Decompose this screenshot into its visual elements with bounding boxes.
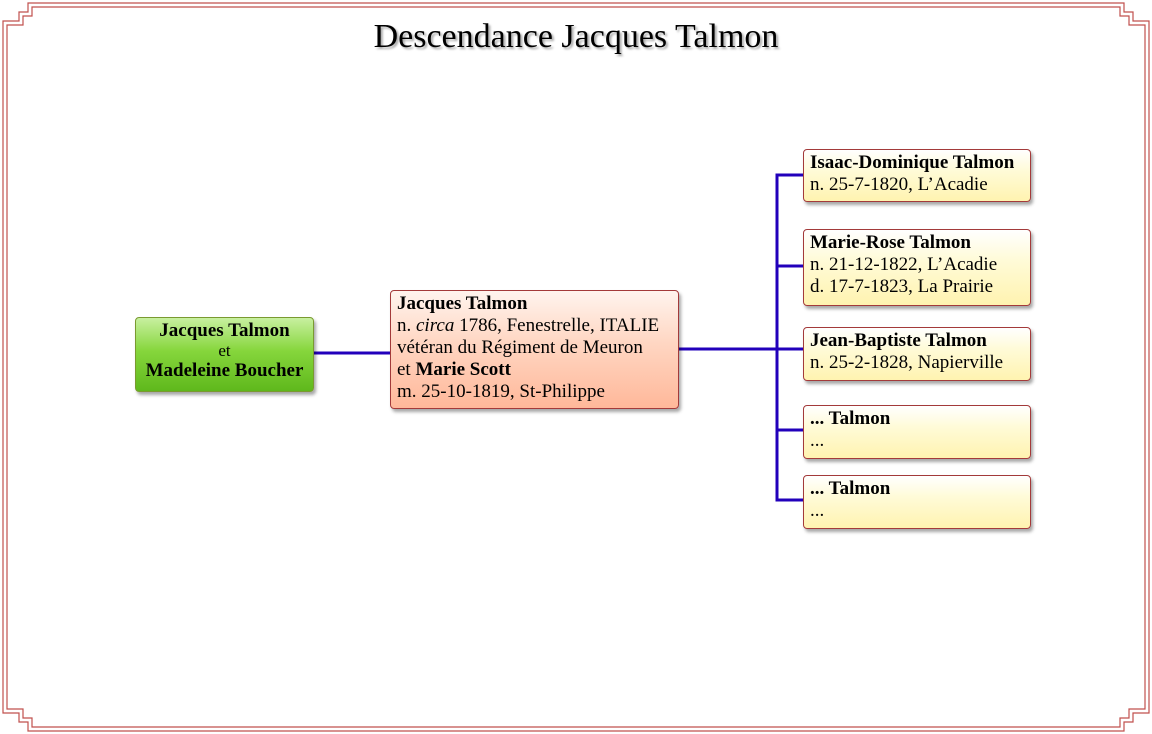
child-detail: ... (810, 500, 825, 521)
child-name: ... Talmon (810, 478, 891, 499)
child-box-2: Marie-Rose Talmon n. 21-12-1822, L’Acadi… (803, 229, 1031, 306)
root-conjunction: et (218, 341, 231, 360)
child-detail: n. 21-12-1822, L’Acadie (810, 254, 998, 275)
child-box-5: ... Talmon ... (803, 475, 1031, 529)
root-couple-box: Jacques Talmon et Madeleine Boucher (135, 317, 314, 392)
child-detail-2: d. 17-7-1823, La Prairie (810, 276, 994, 297)
mid-spouse: et Marie Scott (397, 359, 672, 381)
jacques-talmon-box: Jacques Talmon n. circa 1786, Fenestrell… (390, 290, 679, 409)
root-name-1: Jacques Talmon (159, 320, 290, 341)
child-detail: ... (810, 430, 825, 451)
mid-birth-prefix: n. (397, 315, 416, 336)
mid-spouse-conj: et (397, 359, 416, 380)
mid-birth-rest: 1786, Fenestrelle, ITALIE (454, 315, 660, 336)
child-box-4: ... Talmon ... (803, 405, 1031, 459)
child-detail: n. 25-7-1820, L’Acadie (810, 174, 988, 195)
mid-birth: n. circa 1786, Fenestrelle, ITALIE (397, 315, 672, 337)
mid-spouse-name: Marie Scott (415, 359, 511, 380)
mid-marriage: m. 25-10-1819, St-Philippe (397, 381, 605, 402)
child-box-3: Jean-Baptiste Talmon n. 25-2-1828, Napie… (803, 327, 1031, 381)
mid-note: vétéran du Régiment de Meuron (397, 337, 643, 358)
child-name: Isaac-Dominique Talmon (810, 152, 1015, 173)
mid-name: Jacques Talmon (397, 293, 528, 314)
mid-birth-circa: circa (416, 315, 455, 336)
child-name: ... Talmon (810, 408, 891, 429)
diagram-title: Descendance Jacques Talmon (373, 18, 779, 55)
child-name: Jean-Baptiste Talmon (810, 330, 987, 351)
child-box-1: Isaac-Dominique Talmon n. 25-7-1820, L’A… (803, 149, 1031, 202)
child-detail: n. 25-2-1828, Napierville (810, 352, 1004, 373)
root-name-2: Madeleine Boucher (145, 360, 304, 381)
child-name: Marie-Rose Talmon (810, 232, 971, 253)
